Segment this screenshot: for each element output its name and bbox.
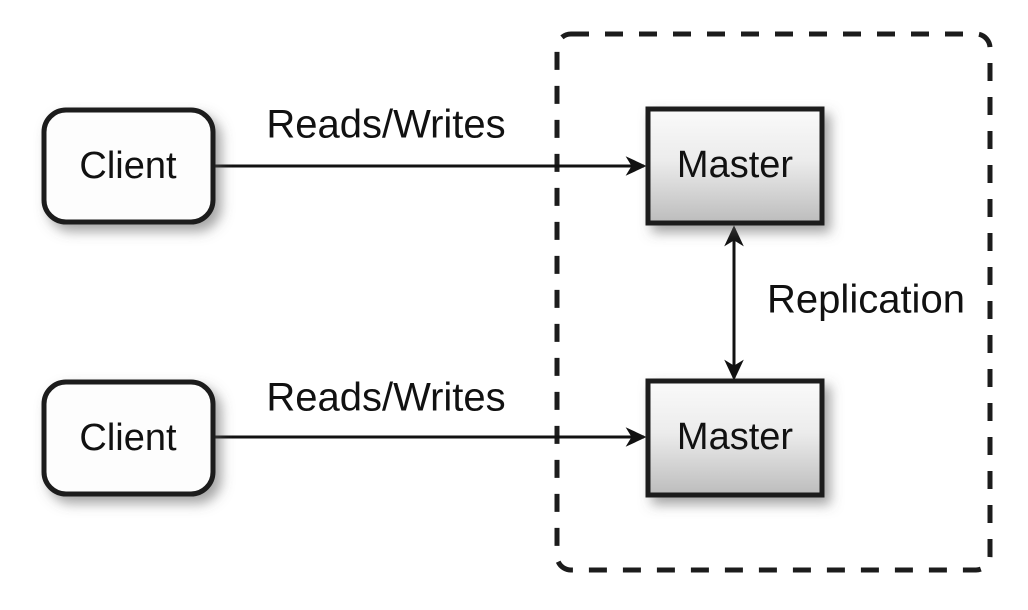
node-client-top[interactable]	[41, 107, 216, 225]
edge-label-replication: Replication	[767, 278, 965, 322]
master-top-shape[interactable]	[645, 106, 825, 226]
edge-label-reads-writes-top: Reads/Writes	[266, 103, 505, 147]
node-client-bottom[interactable]	[41, 379, 216, 497]
client-top-label: Client	[79, 145, 177, 187]
master-bottom-shape[interactable]	[645, 378, 825, 498]
edge-reads-writes-top: Reads/Writes	[213, 103, 647, 176]
client-bottom-shape[interactable]	[41, 379, 216, 497]
client-top-shape[interactable]	[41, 107, 216, 225]
cluster-boundary	[554, 31, 993, 573]
master-bottom-label: Master	[677, 416, 793, 458]
edge-label-reads-writes-bottom: Reads/Writes	[266, 376, 505, 420]
master-top-label: Master	[677, 144, 793, 186]
edge-replication: Replication	[724, 225, 965, 381]
node-master-bottom[interactable]	[645, 378, 825, 498]
client-bottom-label: Client	[79, 417, 177, 459]
edge-reads-writes-bottom: Reads/Writes	[213, 376, 647, 447]
node-master-top[interactable]	[645, 106, 825, 226]
